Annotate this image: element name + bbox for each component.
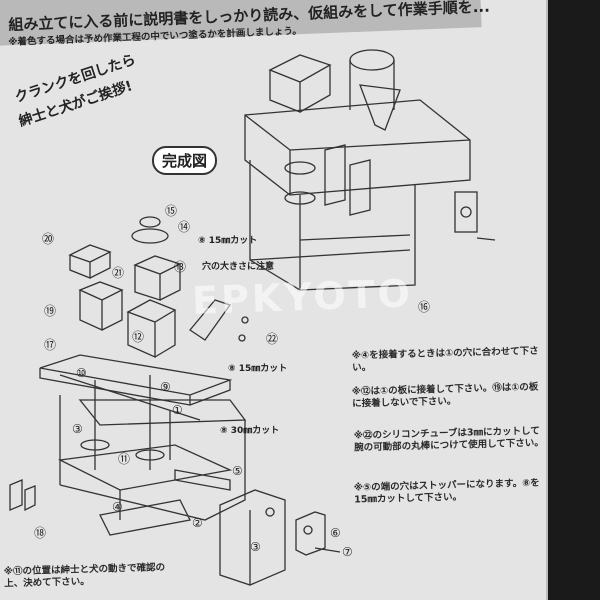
watermark: EPKYOTO	[191, 271, 414, 323]
part-number: ⑭	[178, 220, 191, 234]
instruction-sheet: 組み立てに入る前に説明書をしっかり読み、仮組みをして作業手順を... ※着色する…	[0, 0, 548, 600]
complete-diagram-label: 完成図	[152, 146, 218, 175]
part-number: ⑪	[118, 452, 131, 466]
note-3: ※㉒のシリコンチューブは3㎜にカットして腕の可動部の丸棒につけて使用して下さい。	[353, 425, 544, 454]
part-number: ⑲	[44, 304, 57, 318]
part-number: ⑫	[132, 330, 145, 344]
part-number: ⑱	[34, 526, 47, 540]
bottom-note: ※⑪の位置は紳士と犬の動きで確認の上、決めて下さい。	[3, 562, 166, 590]
part-number: ⑦	[342, 545, 353, 559]
note-2: ※⑫は①の板に接着して下さい。⑲は①の板に接着しないで下さい。	[351, 381, 539, 410]
note-1: ※④を接着するときは①の穴に合わせて下さい。	[351, 345, 539, 374]
cut-label-15mm-top: ⑧ 15㎜カット	[198, 236, 258, 246]
part-number: ⑩	[76, 366, 87, 380]
part-number: ⑥	[330, 526, 341, 540]
note-4: ※⑤の端の穴はストッパーになります。⑧を15㎜カットして下さい。	[353, 477, 540, 506]
part-number: ③	[250, 540, 261, 554]
part-number: ①	[172, 403, 183, 417]
part-number: ⑯	[418, 300, 431, 314]
part-number: ㉒	[266, 332, 279, 346]
exploded-parts-drawing	[9, 216, 341, 586]
cut-label-15mm-mid: ⑧ 15㎜カット	[228, 364, 288, 374]
part-number: ③	[72, 422, 83, 436]
part-number: ㉑	[112, 266, 125, 280]
part-number: ⑬	[174, 260, 187, 274]
part-number: ⑤	[232, 464, 243, 478]
cut-label-30mm: ⑧ 30㎜カット	[220, 426, 280, 436]
part-number: ⑳	[42, 232, 55, 246]
hole-size-caution: 穴の大きさに注意	[202, 262, 275, 272]
part-number: ②	[192, 516, 203, 530]
part-number: ⑮	[165, 204, 178, 218]
part-number: ⑰	[44, 338, 57, 352]
assembly-drawing	[9, 49, 496, 586]
part-number: ⑨	[160, 380, 171, 394]
completed-model-drawing	[244, 49, 496, 292]
part-number: ④	[112, 500, 123, 514]
